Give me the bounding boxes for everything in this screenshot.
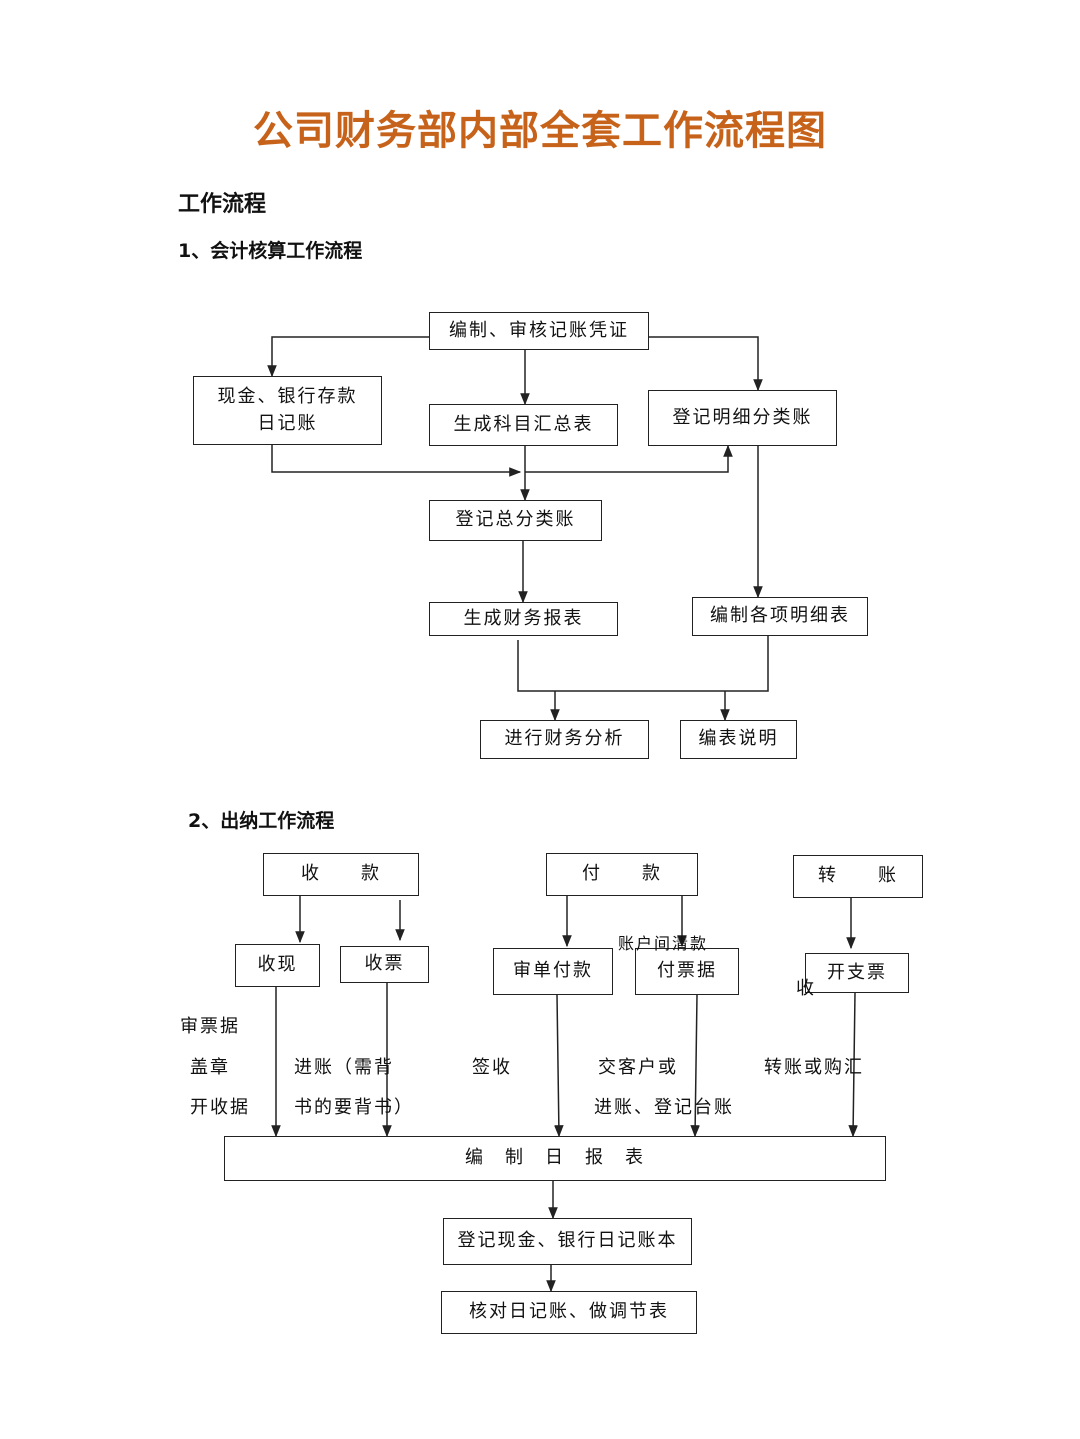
financial-analysis-box: 进行财务分析 xyxy=(480,720,649,759)
connector-paybill-to-report xyxy=(690,994,700,1138)
receive-bill-box: 收票 xyxy=(340,946,429,983)
financial-statements-box: 生成财务报表 xyxy=(429,602,618,636)
review-pay-box: 审单付款 xyxy=(493,948,613,995)
detail-ledger-box: 登记明细分类账 xyxy=(648,390,837,446)
note-review-ticket: 审票据 xyxy=(180,1016,240,1037)
note-client-line1: 交客户或 xyxy=(598,1057,678,1078)
cash-bank-book-box: 登记现金、银行日记账本 xyxy=(443,1218,692,1265)
receipt-box: 收 款 xyxy=(263,853,419,896)
note-deposit-line2: 书的要背书） xyxy=(294,1097,414,1118)
workflow-heading: 工作流程 xyxy=(178,192,267,217)
summary-table-box: 生成科目汇总表 xyxy=(429,404,618,446)
cash-bank-journal-box: 现金、银行存款 日记账 xyxy=(193,376,382,445)
general-ledger-box: 登记总分类账 xyxy=(429,500,602,541)
receive-cash-box: 收现 xyxy=(235,944,320,987)
voucher-box: 编制、审核记账凭证 xyxy=(429,312,649,350)
pay-bill-box: 付票据 xyxy=(635,948,739,995)
payment-box: 付 款 xyxy=(546,853,698,896)
connector-review-to-report xyxy=(554,994,564,1138)
edge-fragment-label: 收 xyxy=(796,978,816,999)
daily-report-box: 编 制 日 报 表 xyxy=(224,1136,886,1181)
connector-journal-to-merge xyxy=(271,445,522,477)
transfer-box: 转 账 xyxy=(793,855,923,898)
issue-cheque-box: 开支票 xyxy=(805,953,909,993)
note-issue-receipt: 开收据 xyxy=(190,1097,250,1118)
account-clearing-label: 账户间清款 xyxy=(618,934,709,953)
connector-statements-to-join xyxy=(517,636,769,692)
detail-schedules-box: 编制各项明细表 xyxy=(692,597,868,636)
note-sign: 签收 xyxy=(472,1057,512,1078)
page-title: 公司财务部内部全套工作流程图 xyxy=(253,108,827,154)
connector-voucher-to-detail-ledger xyxy=(648,336,763,392)
accounting-section-heading: 1、会计核算工作流程 xyxy=(178,240,363,262)
note-deposit-line1: 进账（需背 xyxy=(294,1057,394,1078)
note-stamp: 盖章 xyxy=(190,1057,230,1078)
statement-notes-box: 编表说明 xyxy=(680,720,797,759)
connector-cheque-to-report xyxy=(848,992,858,1138)
note-client-line2: 进账、登记台账 xyxy=(594,1097,734,1118)
connector-voucher-to-journal xyxy=(267,336,430,378)
reconcile-box: 核对日记账、做调节表 xyxy=(441,1291,697,1334)
cashier-section-heading: 2、出纳工作流程 xyxy=(188,810,335,832)
note-transfer: 转账或购汇 xyxy=(764,1057,864,1078)
connector-merge-to-detail-ledger xyxy=(525,444,733,473)
